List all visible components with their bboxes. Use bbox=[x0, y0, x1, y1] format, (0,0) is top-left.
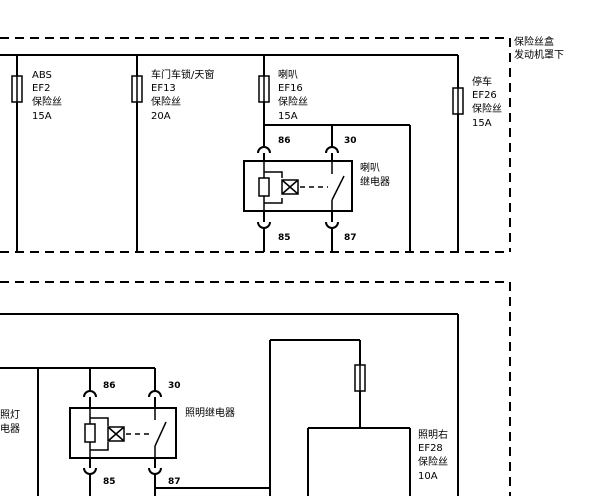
fusebox-name-line2: 发动机罩下 bbox=[514, 48, 564, 61]
fuse-ef26-label: 保险丝 bbox=[472, 102, 502, 115]
fuse-ef13-name: 车门车锁/天窗 bbox=[151, 68, 214, 81]
fuse-ef2-name: ABS bbox=[32, 70, 52, 81]
horn-relay-name-line1: 喇叭 bbox=[360, 162, 380, 174]
fuse-ef16-id: EF16 bbox=[278, 83, 303, 94]
headlamp-relay-name-line1: 前照灯 bbox=[0, 408, 20, 421]
lighting-relay-pin-30: 30 bbox=[168, 381, 181, 391]
fusebox-enclosure bbox=[0, 37, 511, 253]
fuse-ef28-id: EF28 bbox=[418, 443, 443, 454]
lighting-relay-pin-86: 86 bbox=[103, 381, 116, 391]
fuse-ef16-label: 保险丝 bbox=[278, 95, 308, 108]
fusebox-name-line1: 保险丝盒 bbox=[514, 35, 554, 48]
fuse-ef13 bbox=[131, 55, 143, 252]
fuse-ef13-label: 保险丝 bbox=[151, 95, 181, 108]
lighting-relay-pin-87: 87 bbox=[168, 477, 181, 487]
horn-relay-name-line2: 继电器 bbox=[360, 175, 390, 188]
fuse-ef2-rating: 15A bbox=[32, 111, 52, 122]
fuse-ef28-rating: 10A bbox=[418, 471, 438, 482]
lower-wiring bbox=[0, 313, 459, 496]
fuse-ef26-rating: 15A bbox=[472, 118, 492, 129]
fuse-ef26-id: EF26 bbox=[472, 90, 497, 101]
lighting-relay-pin-85: 85 bbox=[103, 477, 116, 487]
fuse-ef28-name: 照明右 bbox=[418, 428, 448, 441]
fuse-ef2-id: EF2 bbox=[32, 83, 50, 94]
fuse-ef2-label: 保险丝 bbox=[32, 95, 62, 108]
lighting-relay bbox=[69, 390, 177, 496]
horn-relay-pin-86: 86 bbox=[278, 136, 291, 146]
horn-relay bbox=[243, 125, 353, 252]
fuse-ef28-label: 保险丝 bbox=[418, 455, 448, 468]
horn-relay-feed bbox=[264, 124, 411, 252]
fuse-ef16-rating: 15A bbox=[278, 111, 298, 122]
headlamp-relay-name-line2: 继电器 bbox=[0, 422, 20, 435]
horn-relay-pin-85: 85 bbox=[278, 233, 291, 243]
lower-enclosure bbox=[0, 281, 511, 496]
fuse-ef13-id: EF13 bbox=[151, 83, 176, 94]
fuse-ef13-rating: 20A bbox=[151, 111, 171, 122]
fuse-ef26 bbox=[452, 55, 464, 252]
fuse-ef16 bbox=[258, 55, 270, 125]
fuse-ef2 bbox=[11, 55, 23, 252]
lighting-relay-name: 照明继电器 bbox=[185, 406, 235, 419]
fuse-ef26-name: 停车 bbox=[472, 75, 492, 88]
horn-relay-pin-30: 30 bbox=[344, 136, 357, 146]
horn-relay-pin-87: 87 bbox=[344, 233, 357, 243]
fuse-ef16-name: 喇叭 bbox=[278, 69, 298, 81]
